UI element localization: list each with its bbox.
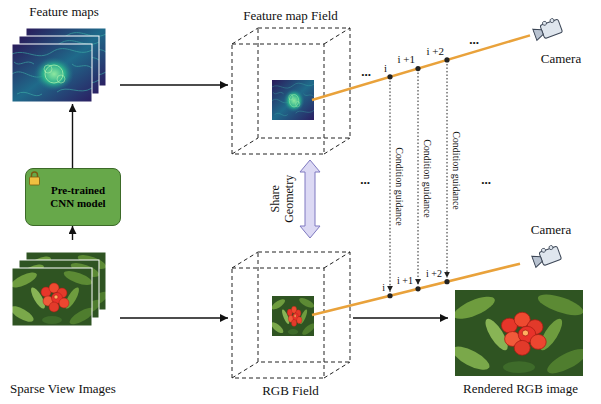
node-label: Sparse View Images (10, 382, 116, 397)
point-index: i +1 (396, 275, 414, 286)
camera-symbol (531, 244, 562, 269)
box-text: Pre-trained CNN model (42, 184, 114, 210)
model-box: Pre-trained CNN model (25, 168, 121, 226)
rendered-photo (449, 290, 590, 378)
point-index: i (383, 62, 388, 74)
flow-arrow (72, 104, 73, 168)
arrow-label: Condition guidance (393, 146, 404, 227)
edge-label: Share Geometry (269, 164, 297, 234)
arrow-label: Condition guidance (450, 131, 461, 212)
feature-map-slice (272, 80, 314, 120)
sparse-image-stack (8, 252, 110, 327)
rgb-slice (270, 296, 316, 337)
feature-map (12, 44, 92, 102)
sample-point (387, 74, 392, 79)
flow-arrow (120, 84, 228, 85)
flow-arrow (353, 317, 448, 318)
ellipsis-mark: ... (468, 33, 480, 47)
point-index: i +2 (425, 268, 443, 279)
ellipsis-mark: ... (360, 65, 372, 79)
sample-point (415, 286, 420, 291)
field-cube: Feature map Field (228, 8, 353, 158)
sample-point (415, 66, 420, 71)
image-frame (12, 44, 92, 102)
lock-layer (0, 0, 60, 200)
feature-map-stack (12, 28, 106, 102)
arrow-label: Condition guidance (421, 138, 432, 219)
dashed-cube (232, 28, 350, 154)
lock-body (30, 177, 40, 185)
point-index: i +2 (425, 45, 445, 57)
ellipsis-mark: ... (480, 173, 492, 187)
photo (8, 268, 96, 327)
sample-point (444, 57, 449, 62)
sample-point (387, 293, 392, 298)
camera-icon: Camera (520, 222, 582, 272)
camera-icon: Camera (530, 12, 592, 68)
point-index: i (381, 282, 386, 293)
guidance-arrow (390, 81, 391, 292)
image-stack: Sparse View Images (6, 240, 120, 398)
double-arrow (300, 160, 320, 238)
node-label: RGB Field (262, 384, 319, 399)
image-frame (12, 268, 92, 326)
camera-symbol (532, 17, 563, 42)
image-panel: Rendered RGB image (448, 285, 593, 398)
flow-arrow (120, 317, 228, 318)
ellipsis-mark: ... (359, 173, 371, 187)
camera-ray (312, 35, 530, 100)
image-stack: Feature maps (8, 4, 120, 104)
field-cube: RGB Field (228, 240, 353, 400)
guidance-arrow (418, 73, 419, 285)
camera-glyph (532, 17, 563, 42)
guidance-arrow (447, 64, 448, 278)
flow-arrow (72, 226, 73, 240)
node-label: Camera (531, 223, 571, 238)
point-index: i +1 (396, 53, 416, 65)
node-label: Feature map Field (243, 9, 338, 24)
sample-point (444, 279, 449, 284)
node-label: Feature maps (29, 5, 99, 20)
node-label: Camera (541, 52, 581, 67)
node-label: Rendered RGB image (463, 382, 578, 397)
dashed-cube (232, 252, 350, 378)
camera-glyph (531, 244, 562, 269)
camera-ray (312, 264, 520, 315)
